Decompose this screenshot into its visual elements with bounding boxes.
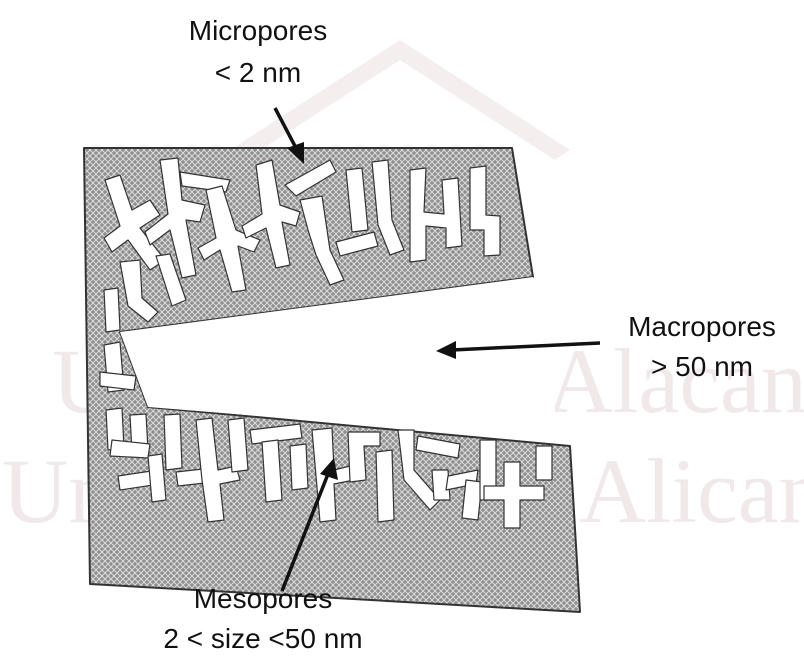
mesopores-size: 2 < size <50 nm	[163, 623, 362, 654]
micropores-size: < 2 nm	[215, 57, 301, 88]
micropores-label: Micropores < 2 nm	[189, 15, 327, 88]
mesopores-name: Mesopores	[194, 583, 333, 614]
macropores-size: > 50 nm	[651, 351, 753, 382]
micropores-name: Micropores	[189, 15, 327, 46]
macropores-name: Macropores	[628, 311, 776, 342]
